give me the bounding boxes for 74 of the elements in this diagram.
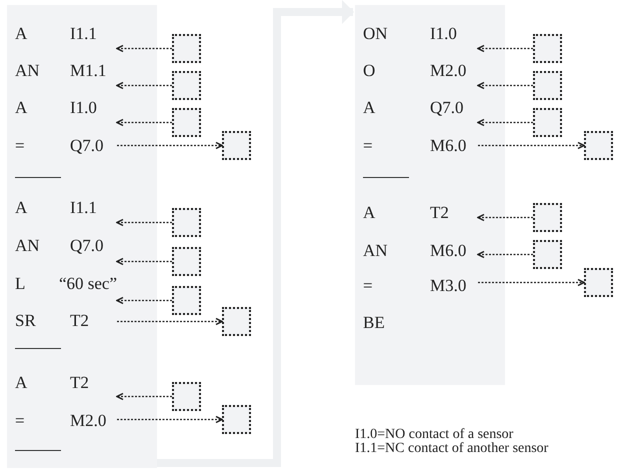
dotted-arrow [477,250,533,258]
instruction-text: A [15,24,28,42]
dotted-box [172,382,201,411]
dotted-arrow [117,416,223,424]
dotted-arrow [477,82,533,90]
instruction-text: BE [363,314,386,330]
dotted-box [533,203,562,232]
operand-text: I1.0 [430,24,457,42]
operand-text: M6.0 [430,136,466,154]
dotted-arrow [117,318,223,326]
instruction-text: AN [363,242,389,258]
operand-text: T2 [430,204,449,220]
dotted-arrow [117,142,223,150]
code-panel [355,5,505,385]
instruction-text: ON [363,24,389,42]
operand-text: I1.0 [70,98,97,116]
dotted-arrow [116,258,172,266]
dotted-arrow [477,44,533,52]
instruction-text: = [363,136,374,154]
dotted-arrow [116,44,172,52]
dotted-box [172,34,201,63]
dotted-box [533,108,562,137]
dotted-box [172,247,201,276]
dotted-box [584,131,613,160]
code-panel [7,5,157,468]
instruction-text: AN [15,62,41,78]
operand-text: Q7.0 [70,136,104,154]
operand-text: I1.1 [70,198,97,216]
instruction-text: A [15,374,28,390]
operand-text: M2.0 [430,62,466,78]
dotted-box [172,208,201,237]
instruction-text: L [15,274,26,292]
operand-text: Q7.0 [70,236,104,254]
instruction-text: = [363,276,374,294]
dotted-arrow [116,218,172,226]
instruction-text: = [15,136,26,154]
dotted-arrow [477,214,533,222]
dotted-box [533,71,562,100]
operand-text: M6.0 [430,242,466,258]
operand-text: “60 sec” [58,274,117,292]
dotted-arrow [116,392,172,400]
instruction-text: AN [15,236,41,254]
operand-text: T2 [70,312,89,328]
dotted-arrow [478,142,585,150]
dotted-arrow [116,82,172,90]
operand-text: T2 [70,374,89,390]
dotted-arrow [116,296,172,304]
operand-text: M2.0 [70,412,106,428]
instruction-text: A [363,98,376,116]
dotted-arrow [477,118,533,126]
dotted-box [222,131,251,160]
dotted-box [172,286,201,315]
dotted-arrow [478,278,585,286]
operand-text: M1.1 [70,62,106,78]
operand-text: I1.1 [70,24,97,42]
instruction-text: A [15,98,28,116]
operand-text: Q7.0 [430,98,464,116]
note-text: I1.0=NO contact of a sensor [355,428,514,442]
dotted-box [533,34,562,63]
instruction-text: = [15,412,26,428]
dotted-box [222,307,251,336]
dotted-arrow [116,118,172,126]
instruction-text: A [15,198,28,216]
dotted-box [222,405,251,434]
dotted-box [533,240,562,269]
note-text: I1.1=NC contact of another sensor [355,442,548,456]
dotted-box [584,268,613,297]
instruction-text: O [363,62,376,78]
operand-text: M3.0 [430,276,466,294]
instruction-text: A [363,204,376,220]
dotted-box [172,108,201,137]
dotted-box [172,71,201,100]
instruction-text: SR [15,312,37,328]
flow-arrow [157,0,354,467]
